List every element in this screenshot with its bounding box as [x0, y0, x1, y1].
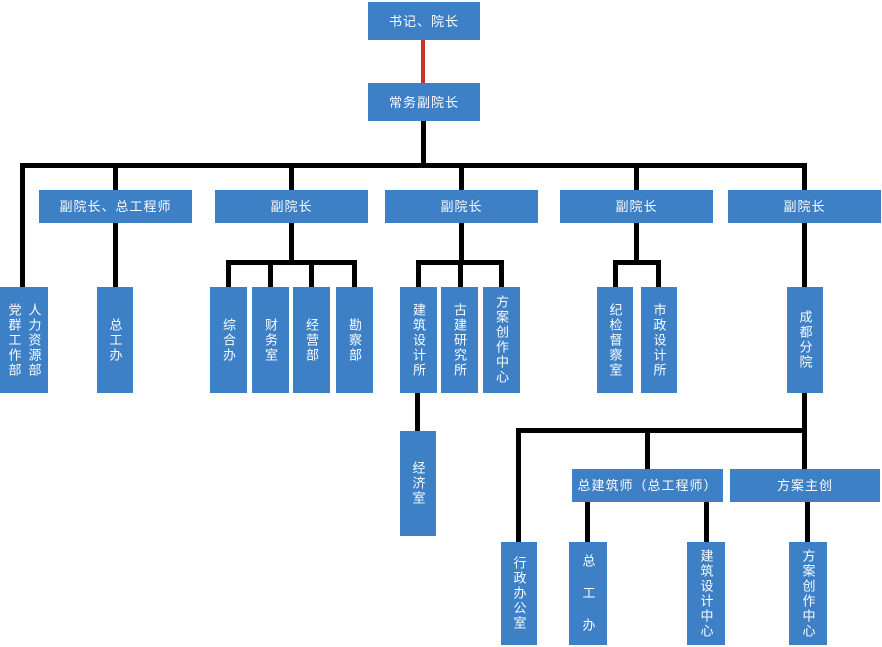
- node-discipline-inspection-office-label: 纪检督察室: [607, 302, 623, 378]
- connector-drop-municipal-design: [656, 260, 661, 287]
- node-business-dept: 经营部: [293, 287, 330, 393]
- connector-vp1-rail: [226, 260, 357, 265]
- node-survey-dept: 勘察部: [336, 287, 373, 393]
- node-chief-engineer-office-branch-label: 总 工 办: [580, 554, 596, 633]
- node-vp-3-label: 副院长: [615, 199, 658, 214]
- node-vp-1-label: 副院长: [270, 199, 313, 214]
- connector-vp3-stem: [634, 223, 639, 265]
- node-scheme-creation-center-label: 方案创作中心: [494, 295, 509, 385]
- node-chengdu-branch-label: 成都分院: [797, 310, 813, 370]
- node-president-label: 书记、院长: [388, 13, 459, 29]
- node-scheme-creation-center-branch: 方案创作中心: [789, 542, 827, 645]
- connector-drop-business-dept: [309, 260, 314, 287]
- connector-arch-institute-economy-office: [415, 393, 420, 431]
- node-scheme-creation-center-branch-label: 方案创作中心: [800, 548, 816, 639]
- node-survey-dept-label: 勘察部: [347, 317, 362, 363]
- node-vp-2-label: 副院长: [440, 199, 483, 214]
- node-chief-engineer-office-label: 总工办: [107, 317, 123, 363]
- node-vp-1: 副院长: [215, 190, 368, 223]
- node-admin-office: 行政办公室: [501, 542, 537, 645]
- node-arch-design-institute-label: 建筑设计所: [411, 302, 426, 378]
- connector-drop-party-hr: [20, 163, 25, 287]
- node-municipal-design-institute-label: 市政设计所: [651, 302, 667, 378]
- connector-vpce-chief-engineer-office: [113, 223, 118, 287]
- node-economy-office-label: 经济室: [410, 461, 426, 506]
- connector-drop-scheme-creation-center-branch: [805, 502, 810, 542]
- connector-execvp-stem: [421, 121, 426, 168]
- connector-drop-survey-dept: [352, 260, 357, 287]
- node-arch-design-institute: 建筑设计所: [400, 287, 437, 393]
- node-general-office: 综合办: [210, 287, 247, 393]
- node-vp-2: 副院长: [385, 190, 538, 223]
- connector-president-execvp: [421, 40, 425, 83]
- node-vp-4-label: 副院长: [783, 199, 826, 214]
- connector-drop-arch-design-center: [704, 502, 709, 542]
- node-business-dept-label: 经营部: [304, 317, 319, 363]
- connector-drop-admin-office: [516, 433, 521, 542]
- connector-main-rail: [20, 163, 807, 168]
- connector-chengdu-rail: [516, 428, 807, 433]
- connector-drop-ancient-arch-institute: [458, 260, 463, 287]
- node-chief-architect: 总建筑师（总工程师）: [572, 469, 723, 502]
- node-economy-office: 经济室: [400, 431, 436, 536]
- node-vp-chief-engineer-label: 副院长、总工程师: [59, 199, 172, 214]
- connector-drop-vp4: [802, 163, 807, 190]
- node-finance-office: 财务室: [252, 287, 289, 393]
- connector-vp1-stem: [289, 223, 294, 265]
- node-discipline-inspection-office: 纪检督察室: [597, 287, 633, 393]
- connector-drop-discipline-office: [613, 260, 618, 287]
- node-vp-4: 副院长: [728, 190, 881, 223]
- connector-drop-general-office: [226, 260, 231, 287]
- connector-drop-finance-office: [268, 260, 273, 287]
- node-ancient-arch-institute: 古建研究所: [441, 287, 478, 393]
- connector-drop-chief-engineer-office-branch: [585, 502, 590, 542]
- node-admin-office-label: 行政办公室: [511, 556, 527, 631]
- node-exec-vp: 常务副院长: [368, 83, 480, 121]
- node-scheme-lead: 方案主创: [730, 469, 880, 502]
- node-arch-design-center: 建筑设计中心: [687, 542, 725, 645]
- connector-drop-vp-chief-engineer: [113, 163, 118, 190]
- node-chief-engineer-office: 总工办: [97, 287, 133, 393]
- connector-drop-arch-design-institute: [416, 260, 421, 287]
- connector-vp3-rail: [613, 260, 661, 265]
- node-chief-engineer-office-branch: 总 工 办: [569, 542, 607, 645]
- connector-drop-vp2: [459, 163, 464, 190]
- node-scheme-lead-label: 方案主创: [776, 478, 833, 493]
- connector-vp4-chengdu-branch: [802, 223, 807, 287]
- node-chief-architect-label: 总建筑师（总工程师）: [577, 478, 718, 493]
- node-general-office-label: 综合办: [221, 317, 236, 363]
- node-chengdu-branch: 成都分院: [787, 287, 823, 393]
- node-vp-chief-engineer: 副院长、总工程师: [39, 190, 192, 223]
- node-scheme-creation-center: 方案创作中心: [483, 287, 520, 393]
- node-ancient-arch-institute-label: 古建研究所: [452, 302, 467, 378]
- node-finance-office-label: 财务室: [263, 317, 278, 363]
- node-party-mass-and-hr-dept: 党群工作部 人力资源部: [0, 287, 48, 393]
- node-hr-dept-label: 人力资源部: [26, 302, 42, 378]
- connector-drop-scheme-creation-center: [499, 260, 504, 287]
- connector-drop-chief-architect: [645, 433, 650, 469]
- node-exec-vp-label: 常务副院长: [388, 94, 459, 110]
- connector-drop-vp3: [634, 163, 639, 190]
- connector-drop-vp1: [289, 163, 294, 190]
- node-president: 书记、院长: [368, 2, 480, 40]
- node-arch-design-center-label: 建筑设计中心: [698, 548, 714, 639]
- node-party-mass-dept-label: 党群工作部: [6, 302, 22, 378]
- node-municipal-design-institute: 市政设计所: [641, 287, 677, 393]
- connector-vp2-stem: [459, 223, 464, 265]
- node-vp-3: 副院长: [560, 190, 713, 223]
